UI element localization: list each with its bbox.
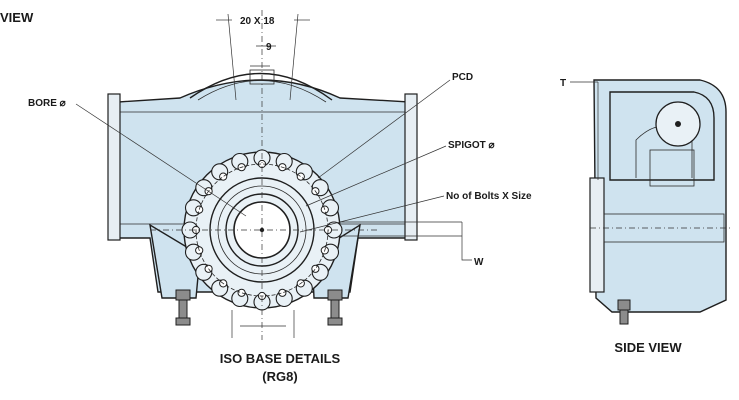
bolt-hole <box>195 205 204 214</box>
side-bolt-head <box>617 299 631 311</box>
iso-title-line1: ISO BASE DETAILS <box>220 351 341 366</box>
pcd-leader <box>317 79 451 179</box>
iso-title-line2: (RG8) <box>262 369 297 384</box>
pcd-label: PCD <box>452 72 473 83</box>
bolt-hole <box>237 288 246 297</box>
bolts-label: No of Bolts X Size <box>446 191 532 202</box>
bore-leader <box>75 103 247 217</box>
dim-spline-left-ext <box>227 13 237 101</box>
bolts-leader <box>299 195 445 233</box>
bolt-shank-left <box>178 299 188 319</box>
side-cam-center <box>675 121 681 127</box>
dim-half-label: 9 <box>266 42 272 53</box>
t-label: T <box>560 78 566 89</box>
dim-spline-right-ext <box>289 13 299 101</box>
dim-spline-label: 20 X 18 <box>240 16 275 27</box>
cover-arc <box>189 72 333 101</box>
iso-base-view <box>75 10 472 340</box>
bolt-nut-right <box>327 317 343 326</box>
w-label: W <box>474 257 484 268</box>
left-flange <box>107 93 121 241</box>
top-view-partial-label: VIEW <box>0 10 34 25</box>
bolt-head-right <box>327 289 343 301</box>
side-housing <box>609 91 715 181</box>
side-bolt-shank <box>619 309 629 325</box>
bolt-head-left <box>175 289 191 301</box>
bolt-hole <box>311 264 320 273</box>
foot-bolts <box>175 289 343 326</box>
bolt-hole <box>219 172 228 181</box>
side-flange <box>589 177 605 293</box>
w-leader <box>461 222 472 261</box>
spigot-leader <box>305 145 447 207</box>
bore-label: BORE ⌀ <box>28 98 66 109</box>
bolt-hole <box>278 288 287 297</box>
right-flange <box>404 93 418 241</box>
spigot-label: SPIGOT ⌀ <box>448 140 495 151</box>
side-view-label: SIDE VIEW <box>614 340 682 355</box>
spline-key <box>249 69 275 85</box>
bolt-shank-right <box>330 299 340 319</box>
bolt-nut-left <box>175 317 191 326</box>
side-inner-box <box>649 149 695 187</box>
spigot-circle <box>209 177 315 283</box>
bore-center <box>259 227 265 233</box>
left-leg <box>149 223 201 299</box>
side-view <box>570 79 730 325</box>
